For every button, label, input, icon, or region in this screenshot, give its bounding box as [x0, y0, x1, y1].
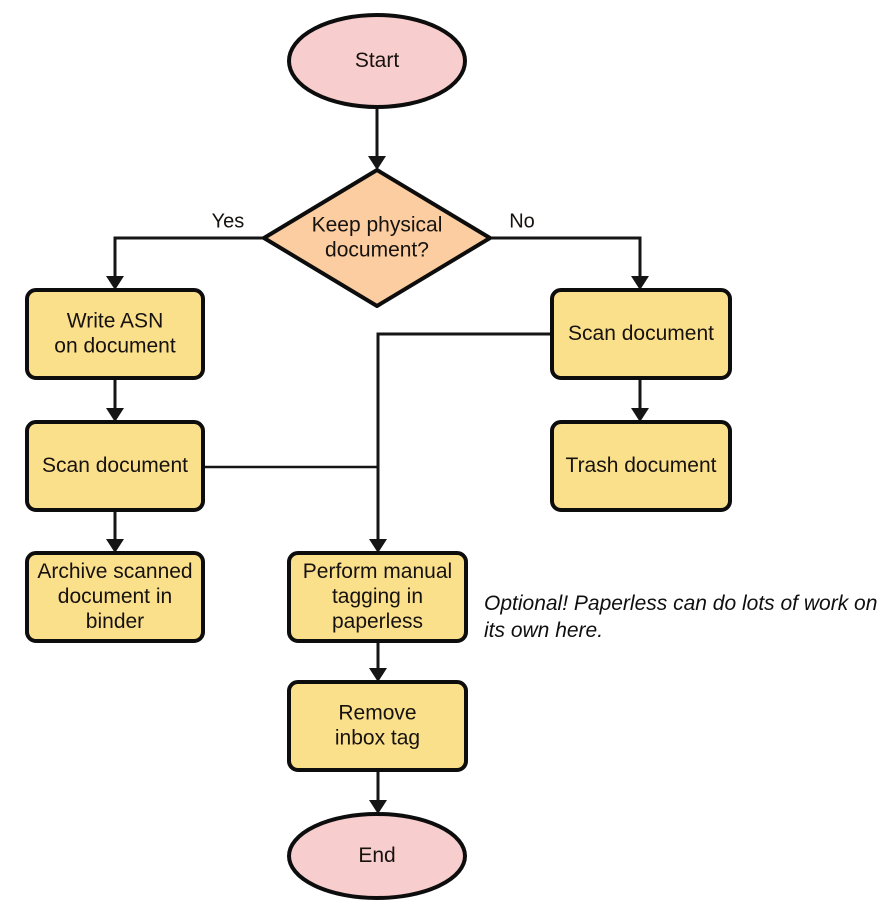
edge-arrowhead [106, 276, 124, 290]
edge-decision-no-to-scan-right [490, 236, 649, 290]
edge-decision-yes-to-write-asn [106, 236, 264, 290]
edge-scan-right-to-tagging [369, 332, 552, 553]
edge-arrowhead [631, 276, 649, 290]
edge-tagging-to-remove-tag [369, 641, 387, 682]
node-end[interactable]: End [287, 812, 467, 900]
node-shape-rect [25, 551, 205, 643]
node-label-end: End [358, 844, 395, 867]
edge-arrowhead [369, 668, 387, 682]
node-shape-rect [287, 551, 468, 643]
edge-label-decision-yes-to-write-asn: Yes [212, 210, 245, 232]
node-label-trash: Trash document [566, 454, 717, 477]
node-scan_left[interactable]: Scan document [25, 420, 205, 512]
node-shape-rect [287, 680, 468, 772]
edge-arrowhead [106, 539, 124, 553]
node-shape-rect [25, 420, 205, 512]
node-shape-diamond [262, 168, 492, 308]
edge-remove-tag-to-end [369, 770, 387, 814]
node-shape-rect [550, 288, 732, 380]
edge-start-to-decision [368, 107, 386, 170]
annotations-layer: Optional! Paperless can do lots of work … [484, 592, 877, 642]
edge-line [113, 236, 264, 284]
edge-write-asn-to-scan-left [106, 378, 124, 422]
edge-line [490, 236, 642, 284]
edge-arrowhead [369, 539, 387, 553]
node-start[interactable]: Start [287, 13, 467, 109]
edge-arrowhead [631, 408, 649, 422]
node-scan_right[interactable]: Scan document [550, 288, 732, 380]
node-label-scan_left: Scan document [42, 454, 188, 477]
node-trash[interactable]: Trash document [550, 420, 732, 512]
edge-arrowhead [106, 408, 124, 422]
edge-arrowhead [368, 156, 386, 170]
edge-scan-right-to-trash [631, 378, 649, 422]
edge-arrowhead [369, 800, 387, 814]
node-label-start: Start [355, 49, 400, 72]
edge-line [376, 332, 552, 547]
edges-layer [106, 107, 649, 814]
node-shape-ellipse [287, 13, 467, 109]
node-shape-rect [25, 288, 205, 380]
edge-labels-layer: Yes No [212, 210, 535, 232]
annotation-optional-note: Optional! Paperless can do lots of work … [484, 592, 877, 642]
node-shape-ellipse [287, 812, 467, 900]
edge-scan-left-to-archive [106, 510, 124, 553]
node-label-scan_right: Scan document [568, 322, 714, 345]
edge-label-decision-no-to-scan-right: No [509, 210, 535, 232]
node-shape-rect [550, 420, 732, 512]
